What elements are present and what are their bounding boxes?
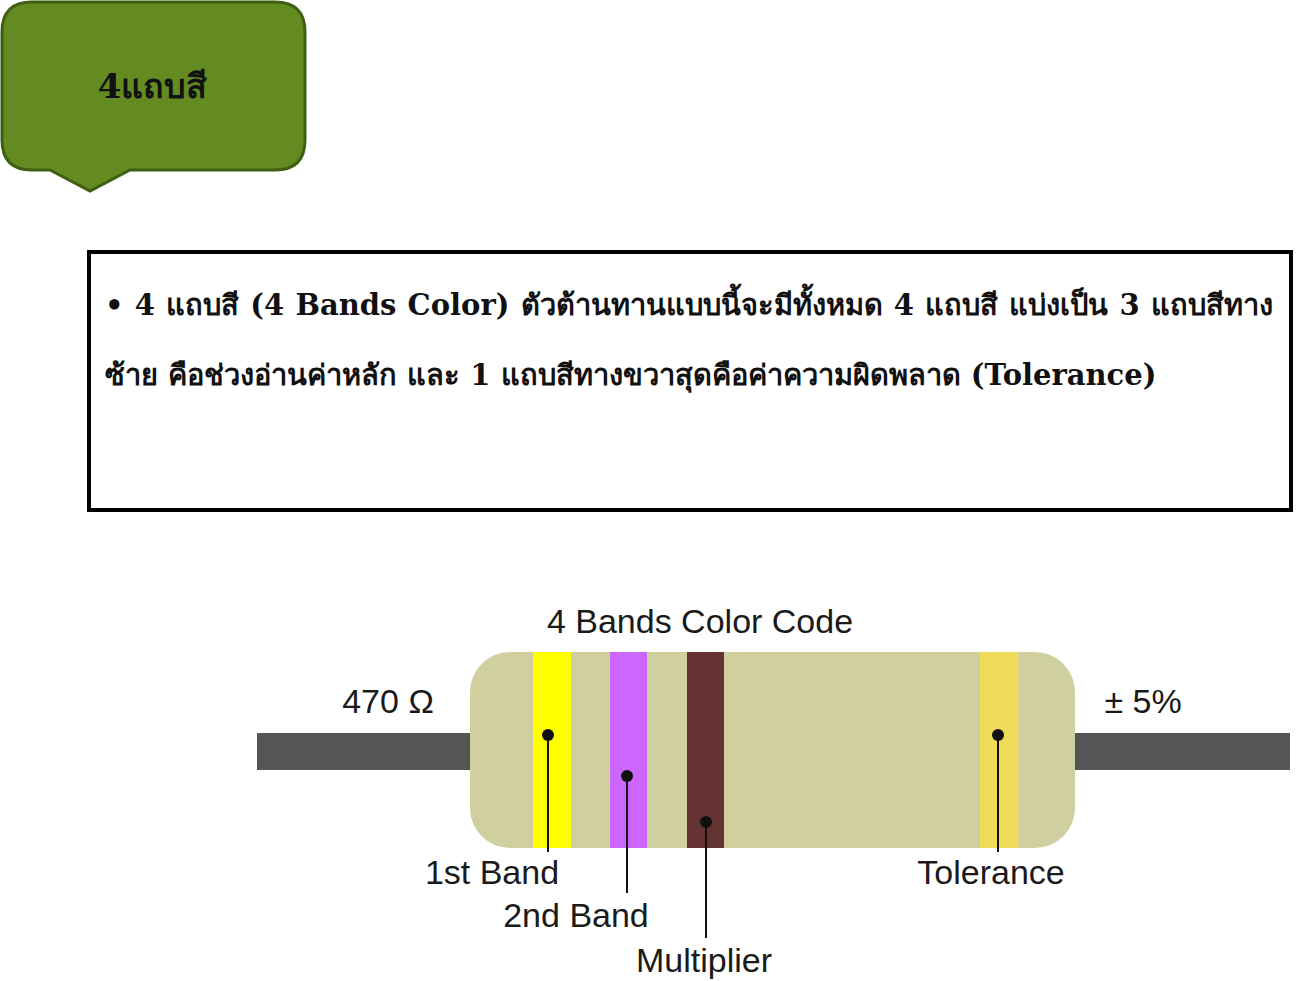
leader-line [705, 822, 707, 938]
callout-box: 4แถบสี [0, 0, 307, 194]
band-label: 1st Band [425, 855, 559, 889]
resistor-lead [257, 733, 473, 770]
color-band [610, 652, 647, 848]
description-box: • 4 แถบสี (4 Bands Color) ตัวต้านทานแบบน… [87, 250, 1293, 512]
leader-dot [992, 729, 1004, 741]
callout-title: 4แถบสี [98, 59, 208, 113]
leader-dot [542, 729, 554, 741]
description-text: • 4 แถบสี (4 Bands Color) ตัวต้านทานแบบน… [105, 270, 1273, 410]
color-band [533, 652, 571, 848]
color-band [687, 652, 724, 848]
leader-dot [700, 816, 712, 828]
diagram-caption: 4 Bands Color Code [547, 604, 853, 638]
resistance-value: 470 Ω [342, 684, 434, 718]
leader-line [997, 735, 999, 852]
callout-area: 4แถบสี [0, 0, 305, 172]
resistor-body [470, 652, 1075, 848]
band-label: Tolerance [917, 855, 1064, 889]
band-label: 2nd Band [503, 898, 649, 932]
tolerance-value: ± 5% [1104, 684, 1181, 718]
leader-dot [621, 770, 633, 782]
leader-line [547, 735, 549, 852]
resistor-lead [1072, 733, 1290, 770]
band-label: Multiplier [636, 943, 772, 977]
leader-line [626, 776, 628, 893]
